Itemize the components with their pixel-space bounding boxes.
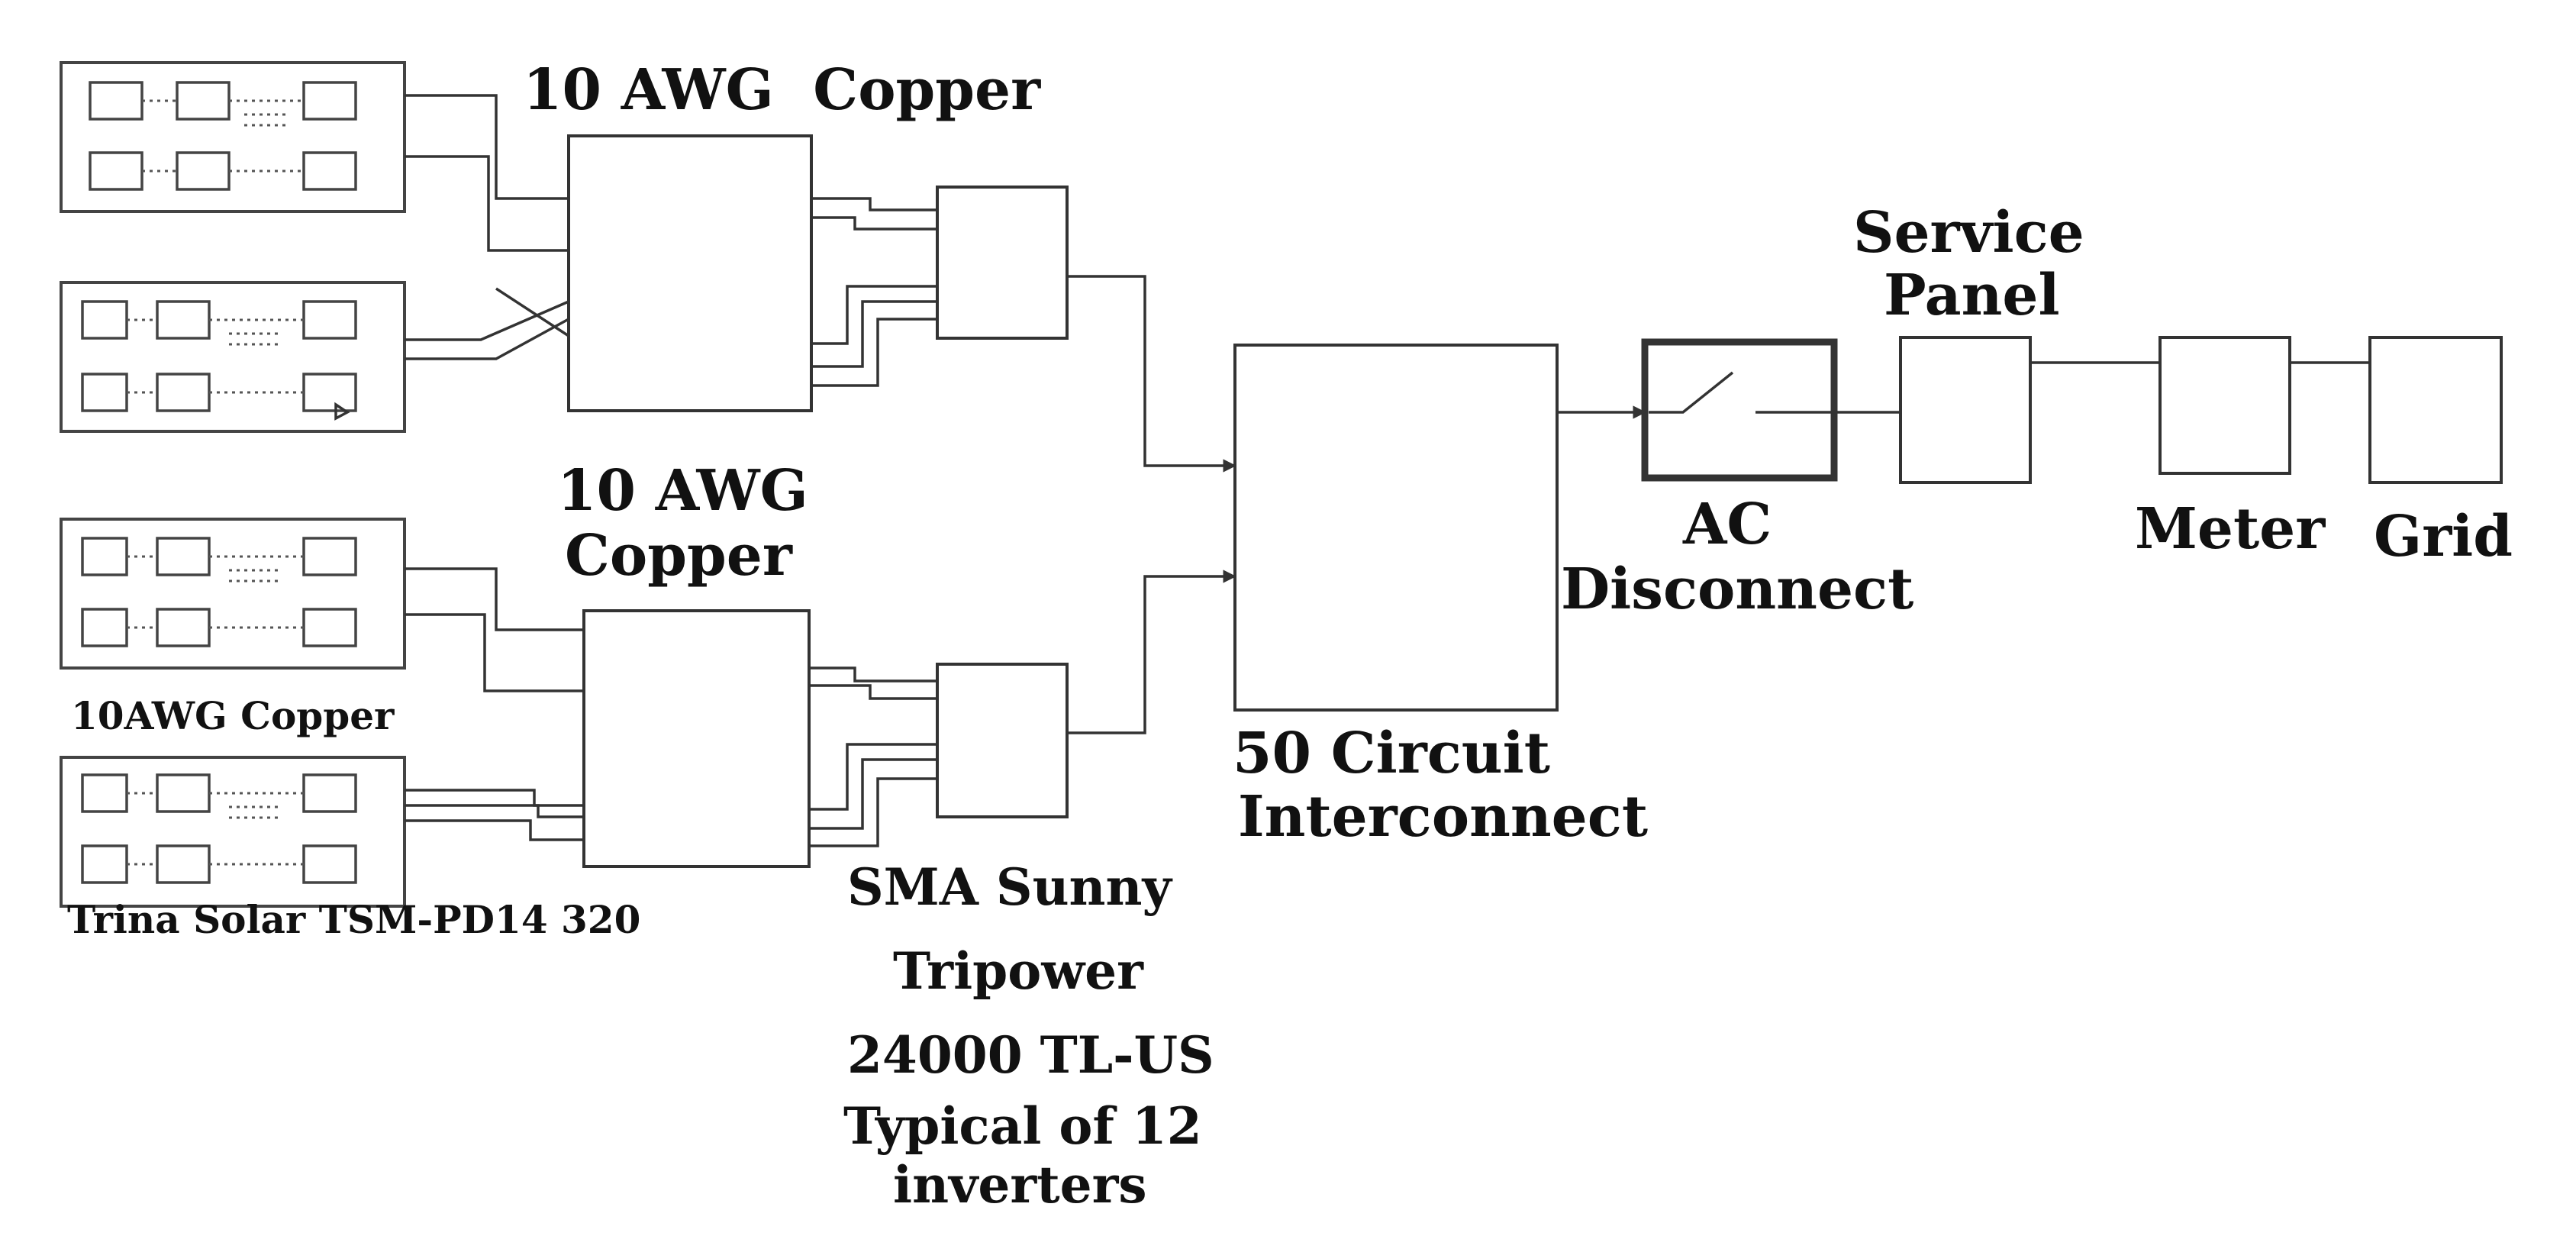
grid-label: Grid bbox=[2374, 504, 2513, 570]
solar-array-1 bbox=[60, 61, 406, 213]
awg-mid-label-line1: 10 AWG bbox=[557, 458, 808, 524]
inverter-label-line2: Tripower bbox=[893, 941, 1144, 1001]
solar-array-2 bbox=[60, 281, 406, 433]
inverter-bottom bbox=[936, 663, 1069, 818]
solar-array-3 bbox=[60, 518, 406, 670]
wiring-inverters-to-interconnect bbox=[1067, 275, 1236, 734]
grid-box bbox=[2368, 336, 2503, 484]
inverter-label-line4: Typical of 12 bbox=[843, 1096, 1202, 1156]
service-panel-label-line2: Panel bbox=[1884, 263, 2060, 328]
ac-disconnect-label-line2: Disconnect bbox=[1561, 557, 1913, 622]
combiner-box-top bbox=[567, 134, 813, 412]
awg-small-label: 10AWG Copper bbox=[71, 693, 395, 738]
interconnect-label-line2: Interconnect bbox=[1238, 784, 1648, 850]
service-panel-box bbox=[1899, 336, 2032, 484]
wiring-arrays-to-combiner-bottom bbox=[405, 567, 584, 841]
inverter-label-line1: SMA Sunny bbox=[847, 857, 1173, 917]
ac-disconnect-label-line1: AC bbox=[1682, 492, 1772, 557]
wiring-combiners-to-inverters bbox=[809, 197, 937, 847]
ac-disconnect-switch bbox=[1641, 338, 1838, 482]
interconnect-box bbox=[1233, 344, 1559, 712]
awg-top-label: 10 AWG Copper bbox=[523, 57, 1041, 123]
service-panel-label-line1: Service bbox=[1853, 200, 2084, 266]
meter-box bbox=[2158, 336, 2291, 475]
awg-mid-label-line2: Copper bbox=[565, 523, 793, 589]
panel-model-label: Trina Solar TSM-PD14 320 bbox=[67, 897, 640, 942]
inverter-label-line5: inverters bbox=[893, 1155, 1147, 1215]
wiring-arrays-to-combiner-top bbox=[405, 94, 569, 360]
wiring-ac-side bbox=[1557, 361, 2370, 419]
inverter-label-line3: 24000 TL-US bbox=[847, 1025, 1214, 1085]
interconnect-label-line1: 50 Circuit bbox=[1233, 721, 1550, 786]
combiner-box-bottom bbox=[582, 609, 811, 868]
meter-label: Meter bbox=[2135, 496, 2326, 562]
solar-array-4 bbox=[60, 756, 406, 908]
inverter-top bbox=[936, 186, 1069, 340]
